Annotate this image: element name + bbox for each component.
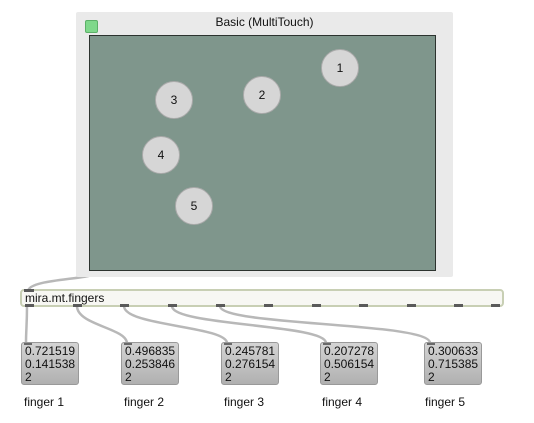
finger-3-inlet[interactable] [224, 343, 232, 345]
finger-3-values[interactable]: 0.245781 0.276154 2 [221, 342, 279, 385]
finger-2-y: 0.253846 [125, 357, 176, 371]
touch-point-3[interactable]: 3 [155, 81, 193, 119]
touch-point-2[interactable]: 2 [243, 76, 281, 114]
finger-5-label: finger 5 [425, 395, 466, 409]
finger-3-x: 0.245781 [225, 344, 276, 358]
finger-2-x: 0.496835 [125, 344, 176, 358]
status-indicator[interactable] [85, 20, 98, 33]
finger-3-state: 2 [225, 370, 232, 384]
finger-4-state: 2 [324, 370, 331, 384]
finger-5-state: 2 [428, 370, 435, 384]
finger-4-inlet[interactable] [323, 343, 331, 345]
patch-cord-finger-2 [75, 305, 129, 344]
patch-cord-finger-3 [122, 305, 229, 344]
finger-5-inlet[interactable] [427, 343, 435, 345]
object-outlet-9[interactable] [407, 304, 416, 307]
touch-point-1[interactable]: 1 [321, 49, 359, 87]
finger-1-y: 0.141538 [25, 357, 76, 371]
patch-cord-finger-1 [24, 305, 29, 344]
object-label: mira.mt.fingers [25, 291, 105, 305]
finger-1-state: 2 [25, 370, 32, 384]
touch-point-5[interactable]: 5 [175, 187, 213, 225]
patch-cord-finger-4 [170, 305, 328, 344]
object-outlet-10[interactable] [454, 304, 463, 307]
finger-2-state: 2 [125, 370, 132, 384]
mira-mt-fingers-object[interactable]: mira.mt.fingers [20, 289, 504, 307]
finger-2-inlet[interactable] [124, 343, 132, 345]
finger-5-x: 0.300633 [428, 344, 479, 358]
object-outlet-7[interactable] [312, 304, 321, 307]
finger-1-values[interactable]: 0.721519 0.141538 2 [21, 342, 79, 385]
finger-3-y: 0.276154 [225, 357, 276, 371]
panel-title: Basic (MultiTouch) [215, 15, 314, 29]
finger-3-label: finger 3 [224, 395, 265, 409]
object-outlet-11[interactable] [491, 304, 500, 307]
object-outlet-2[interactable] [73, 304, 82, 307]
finger-4-y: 0.506154 [324, 357, 375, 371]
object-outlet-4[interactable] [168, 304, 177, 307]
patch-cord-finger-5 [218, 305, 432, 344]
object-outlet-1[interactable] [25, 304, 34, 307]
finger-1-label: finger 1 [24, 395, 65, 409]
finger-4-label: finger 4 [322, 395, 363, 409]
finger-2-values[interactable]: 0.496835 0.253846 2 [121, 342, 179, 385]
object-outlet-3[interactable] [120, 304, 129, 307]
object-outlet-6[interactable] [264, 304, 273, 307]
object-outlet-8[interactable] [359, 304, 368, 307]
finger-4-values[interactable]: 0.207278 0.506154 2 [320, 342, 378, 385]
object-inlet[interactable] [24, 289, 34, 292]
finger-1-inlet[interactable] [24, 343, 32, 345]
finger-2-label: finger 2 [124, 395, 165, 409]
finger-4-x: 0.207278 [324, 344, 375, 358]
finger-5-y: 0.715385 [428, 357, 479, 371]
finger-5-values[interactable]: 0.300633 0.715385 2 [424, 342, 482, 385]
finger-1-x: 0.721519 [25, 344, 76, 358]
object-outlet-5[interactable] [216, 304, 225, 307]
touch-point-4[interactable]: 4 [142, 136, 180, 174]
multitouch-area[interactable]: 1 2 3 4 5 [89, 35, 436, 271]
